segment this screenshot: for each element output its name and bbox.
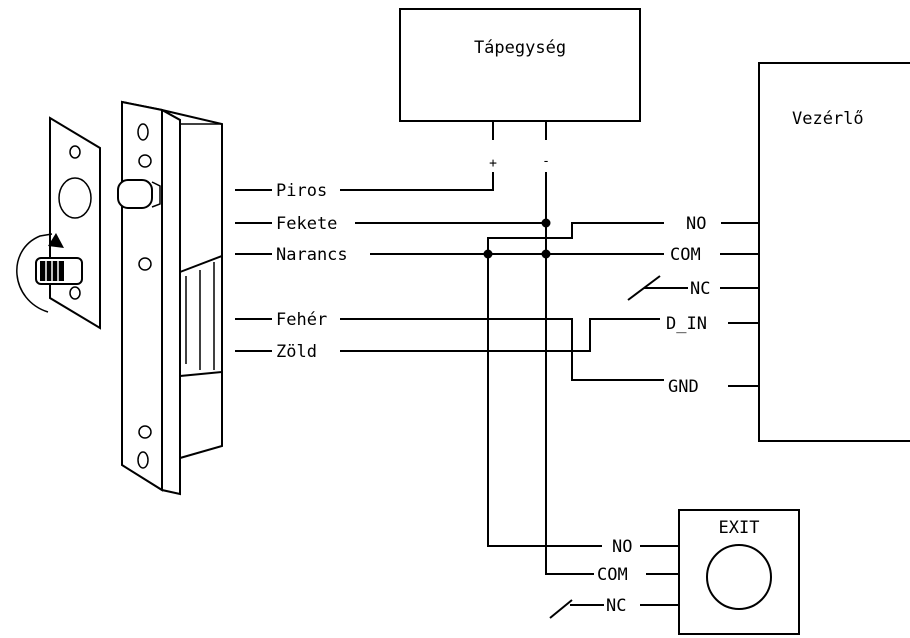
push-button-icon [706, 544, 772, 610]
exit-button-box: EXIT [678, 509, 800, 635]
exit-button-label: EXIT [719, 518, 760, 538]
controller-terminal-labels: NO COM NC D_IN GND [660, 214, 726, 397]
wire-label-white: Fehér [276, 310, 327, 330]
minus-terminal-label: - [542, 154, 550, 169]
wire-label-red: Piros [276, 181, 327, 201]
controller-terminal-gnd: GND [668, 377, 699, 397]
exit-terminal-nc: NC [606, 596, 626, 616]
controller-box: Vezérlő [758, 62, 910, 442]
controller-label: Vezérlő [792, 109, 864, 129]
exit-terminal-com: COM [597, 565, 628, 585]
controller-terminal-com: COM [670, 245, 701, 265]
controller-terminal-nc: NC [690, 279, 710, 299]
power-supply-label: Tápegység [474, 38, 566, 58]
controller-terminal-no: NO [686, 214, 706, 234]
exit-terminal-no: NO [612, 537, 632, 557]
controller-terminal-d-in: D_IN [666, 314, 707, 334]
wire-label-green: Zöld [276, 342, 317, 362]
wire-label-orange: Narancs [276, 245, 348, 265]
wire-label-black: Fekete [276, 214, 337, 234]
exit-terminal-labels: NO COM NC [594, 537, 646, 616]
door-latch-plate-icon [16, 116, 101, 330]
door-lock-strike-icon [117, 100, 223, 496]
power-supply-box: Tápegység + - [399, 8, 641, 171]
lock-wire-labels: Piros Fekete Narancs Fehér Zöld [235, 181, 348, 362]
plus-terminal-label: + [489, 156, 497, 171]
